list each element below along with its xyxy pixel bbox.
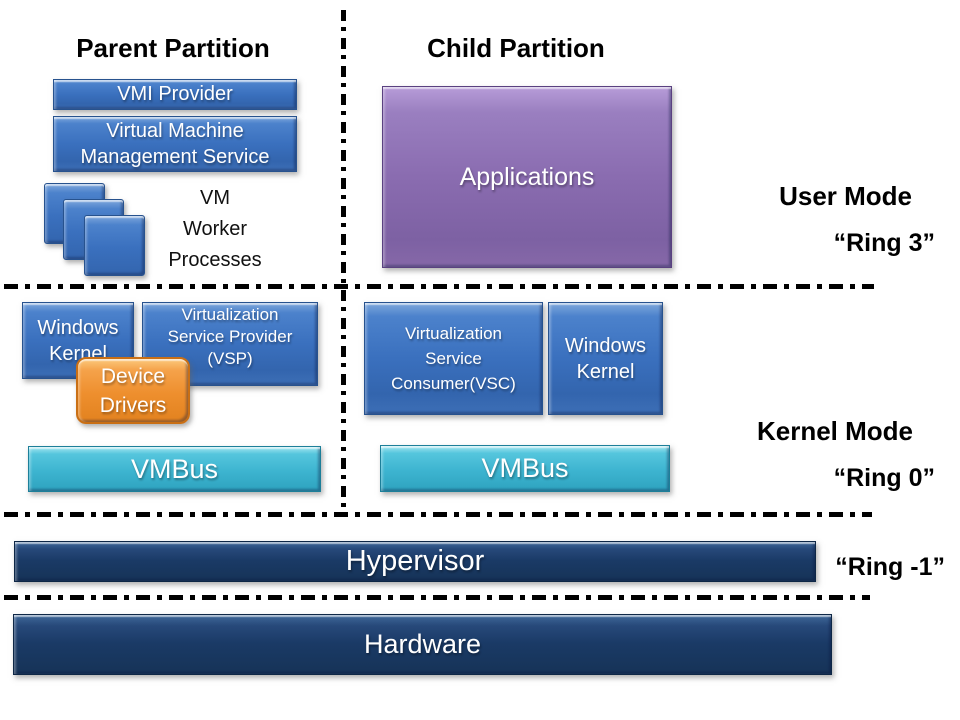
vsp-box: Virtualization Service Provider (VSP) [142,302,318,386]
vm-worker-label-line2: Worker [182,218,248,240]
windows-kernel-child-line2: Kernel [576,360,635,383]
vsp-label-line1: Virtualization [181,305,279,324]
vm-worker-processes-label: VM Worker Processes [150,183,280,276]
vmbus-child-box: VMBus [380,445,670,492]
vm-worker-label-line1: VM [200,187,230,209]
vsc-label-line2: Service [425,349,482,368]
vmbus-parent-box: VMBus [28,446,321,492]
device-drivers-line1: Device [100,364,166,388]
child-partition-title: Child Partition [427,33,605,63]
vsc-box: Virtualization Service Consumer(VSC) [364,302,543,415]
ring-minus-1-label: “Ring -1” [835,553,945,581]
vm-worker-label-line3: Processes [168,249,262,271]
vm-worker-square-front [84,215,145,276]
hardware-bar: Hardware [13,614,832,675]
vmms-label-line2: Management Service [80,146,270,168]
device-drivers-line2: Drivers [99,393,167,417]
hardware-label: Hardware [363,629,482,659]
vmms-label-line1: Virtual Machine [106,120,244,142]
ring-3-label: “Ring 3” [833,229,935,257]
applications-box: Applications [382,86,672,268]
vsc-label-line1: Virtualization [404,324,503,343]
applications-label: Applications [459,162,595,191]
parent-partition-title: Parent Partition [76,33,270,63]
vmbus-parent-label: VMBus [130,453,219,484]
windows-kernel-parent-line1: Windows [37,316,119,339]
partition-divider-line [341,10,346,515]
windows-kernel-child-line1: Windows [564,334,647,357]
vsc-label-line3: Consumer(VSC) [391,374,516,393]
hypervisor-bar: Hypervisor [14,541,816,582]
user-mode-label: User Mode [779,181,912,211]
windows-kernel-child-box: Windows Kernel [548,302,663,415]
vsp-label-line2: Service Provider [167,327,293,346]
kernel-hypervisor-divider-line [4,512,872,517]
kernel-mode-label: Kernel Mode [756,416,913,446]
hypervisor-label: Hypervisor [345,545,485,577]
hypervisor-hardware-divider-line [4,595,870,600]
vmbus-child-label: VMBus [481,453,569,483]
user-kernel-divider-line [4,284,874,289]
vm-management-service-box: Virtual Machine Management Service [53,116,297,172]
vsp-label-line3: (VSP) [207,349,253,368]
ring-0-label: “Ring 0” [833,464,935,492]
device-drivers-box: Device Drivers [76,357,190,424]
vmi-provider-box: VMI Provider [53,79,297,110]
vmi-provider-label: VMI Provider [117,83,233,105]
